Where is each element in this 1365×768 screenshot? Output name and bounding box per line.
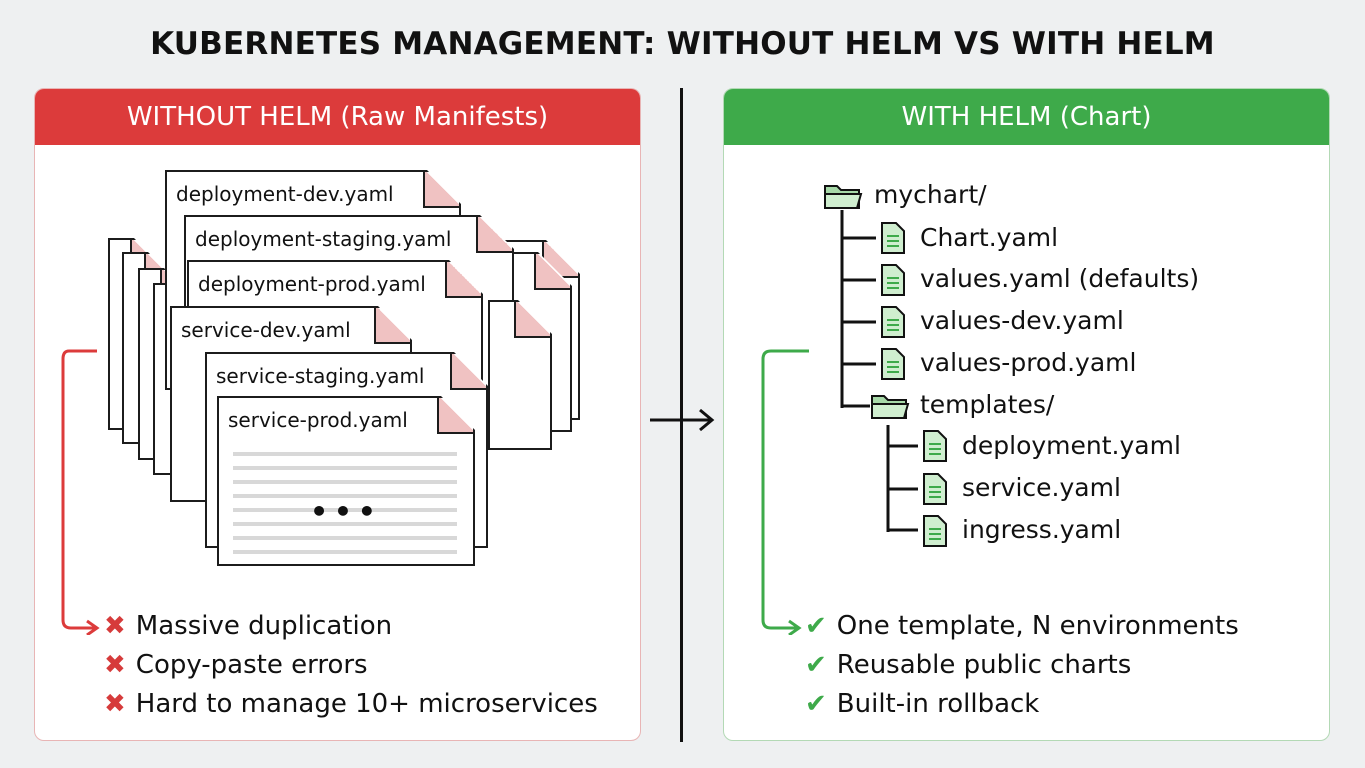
divider [680,88,683,742]
benefit-item: ✔ Built-in rollback [805,689,1039,719]
issue-item: ✖ Copy-paste errors [104,650,368,680]
file-icon [881,264,905,296]
tree-folder: templates/ [920,390,1055,419]
tree-file: values-prod.yaml [920,348,1137,377]
issue-text: Copy-paste errors [135,650,368,680]
folder-icon [871,395,910,419]
file-icon [923,515,947,547]
manifest-file-name: deployment-staging.yaml [195,227,455,251]
issue-item: ✖ Hard to manage 10+ microservices [104,689,598,719]
template-file: deployment.yaml [962,431,1181,460]
issue-text: Hard to manage 10+ microservices [135,689,598,719]
file-icon [881,348,905,380]
benefit-item: ✔ One template, N environments [805,611,1239,641]
manifest-file-name: deployment-prod.yaml [198,272,430,296]
left-connector-icon [61,349,100,635]
benefit-text: One template, N environments [836,611,1239,641]
check-mark-icon: ✔ [805,611,827,641]
without-helm-header: WITHOUT HELM (Raw Manifests) [35,89,640,145]
file-icon [923,473,947,505]
stacked-sheet [488,300,552,450]
right-connector-icon [761,349,809,635]
with-helm-header: WITH HELM (Chart) [724,89,1329,145]
manifest-file-name: deployment-dev.yaml [176,182,398,206]
tree-root: mychart/ [874,180,987,209]
file-icon [923,430,947,462]
issue-text: Massive duplication [135,611,393,641]
check-mark-icon: ✔ [805,689,827,719]
tree-file: Chart.yaml [920,223,1059,252]
manifest-file-name: service-dev.yaml [181,318,355,342]
x-mark-icon: ✖ [104,650,126,680]
arrow-right-icon [650,408,715,432]
file-icon [881,222,905,254]
benefit-text: Reusable public charts [836,650,1132,680]
template-file: ingress.yaml [962,515,1122,544]
benefit-item: ✔ Reusable public charts [805,650,1131,680]
tree-file: values-dev.yaml [920,306,1124,335]
x-mark-icon: ✖ [104,689,126,719]
check-mark-icon: ✔ [805,650,827,680]
manifest-file-name: service-staging.yaml [216,364,429,388]
benefit-text: Built-in rollback [836,689,1040,719]
page-title: KUBERNETES MANAGEMENT: WITHOUT HELM VS W… [150,26,1215,62]
tree-lines [840,210,918,532]
manifest-file-name: service-prod.yaml [228,408,412,432]
manifest-file: service-prod.yaml ••• [217,396,475,566]
tree-file: values.yaml (defaults) [920,264,1200,293]
issue-item: ✖ Massive duplication [104,611,392,641]
text-lines [233,442,457,554]
x-mark-icon: ✖ [104,611,126,641]
folder-icon [824,185,863,209]
ellipsis: ••• [310,495,382,528]
template-file: service.yaml [962,473,1121,502]
file-icon [881,306,905,338]
